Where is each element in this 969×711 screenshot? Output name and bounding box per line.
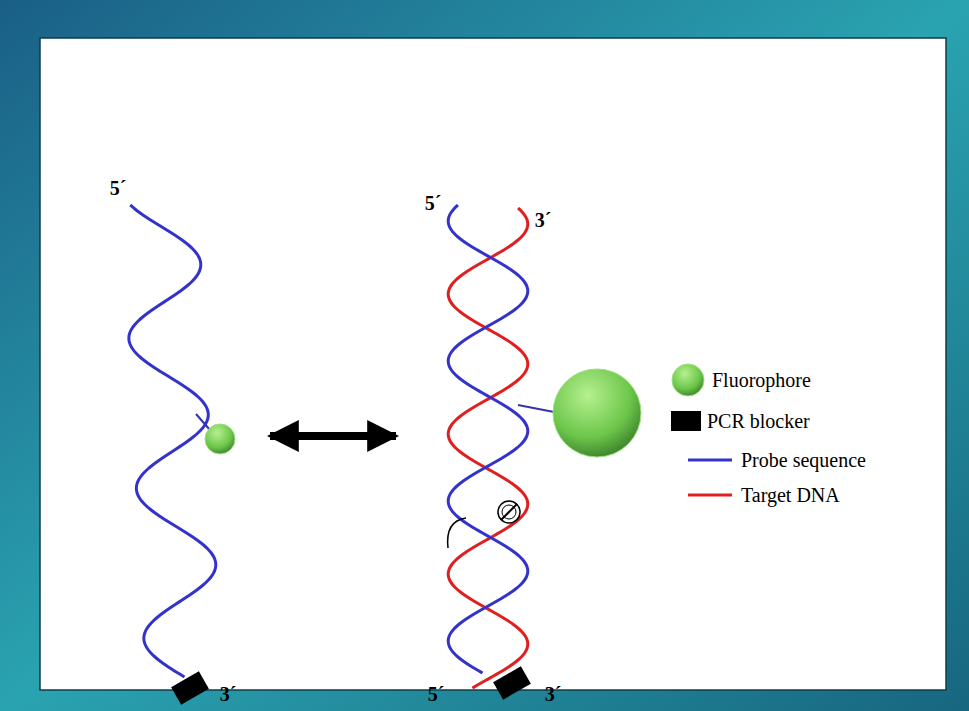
strand-end-label: 5´ (110, 178, 127, 198)
probe-strand (129, 205, 216, 677)
slide-panel (40, 38, 946, 690)
probe-strand (448, 205, 528, 673)
fluorophore (205, 424, 235, 454)
strand-end-label: 3´ (535, 210, 552, 230)
legend-swatch (671, 411, 701, 431)
mismatch-symbol (498, 501, 520, 523)
legend-fluorophore (672, 364, 704, 396)
strand-end-label: 5´ (425, 193, 442, 213)
legend-text: PCR blocker (707, 411, 810, 431)
fluorophore (553, 369, 641, 457)
legend-text: Target DNA (741, 485, 840, 505)
strand-end-label: 3´ (545, 684, 562, 704)
legend-text: Fluorophore (712, 370, 811, 390)
strand-end-label: 3´ (220, 684, 237, 704)
pcr-blocker (493, 666, 531, 699)
fluorophore-linker (518, 405, 554, 412)
pcr-blocker (171, 671, 209, 704)
fluorophore-linker (196, 414, 210, 430)
legend-text: Probe sequence (741, 450, 866, 470)
legend-target-line (688, 494, 732, 497)
equilibrium-arrow (270, 432, 396, 440)
legend-probe-line (688, 459, 732, 462)
strand-end-label: 5´ (428, 684, 445, 704)
mismatch-bulge (448, 518, 466, 548)
